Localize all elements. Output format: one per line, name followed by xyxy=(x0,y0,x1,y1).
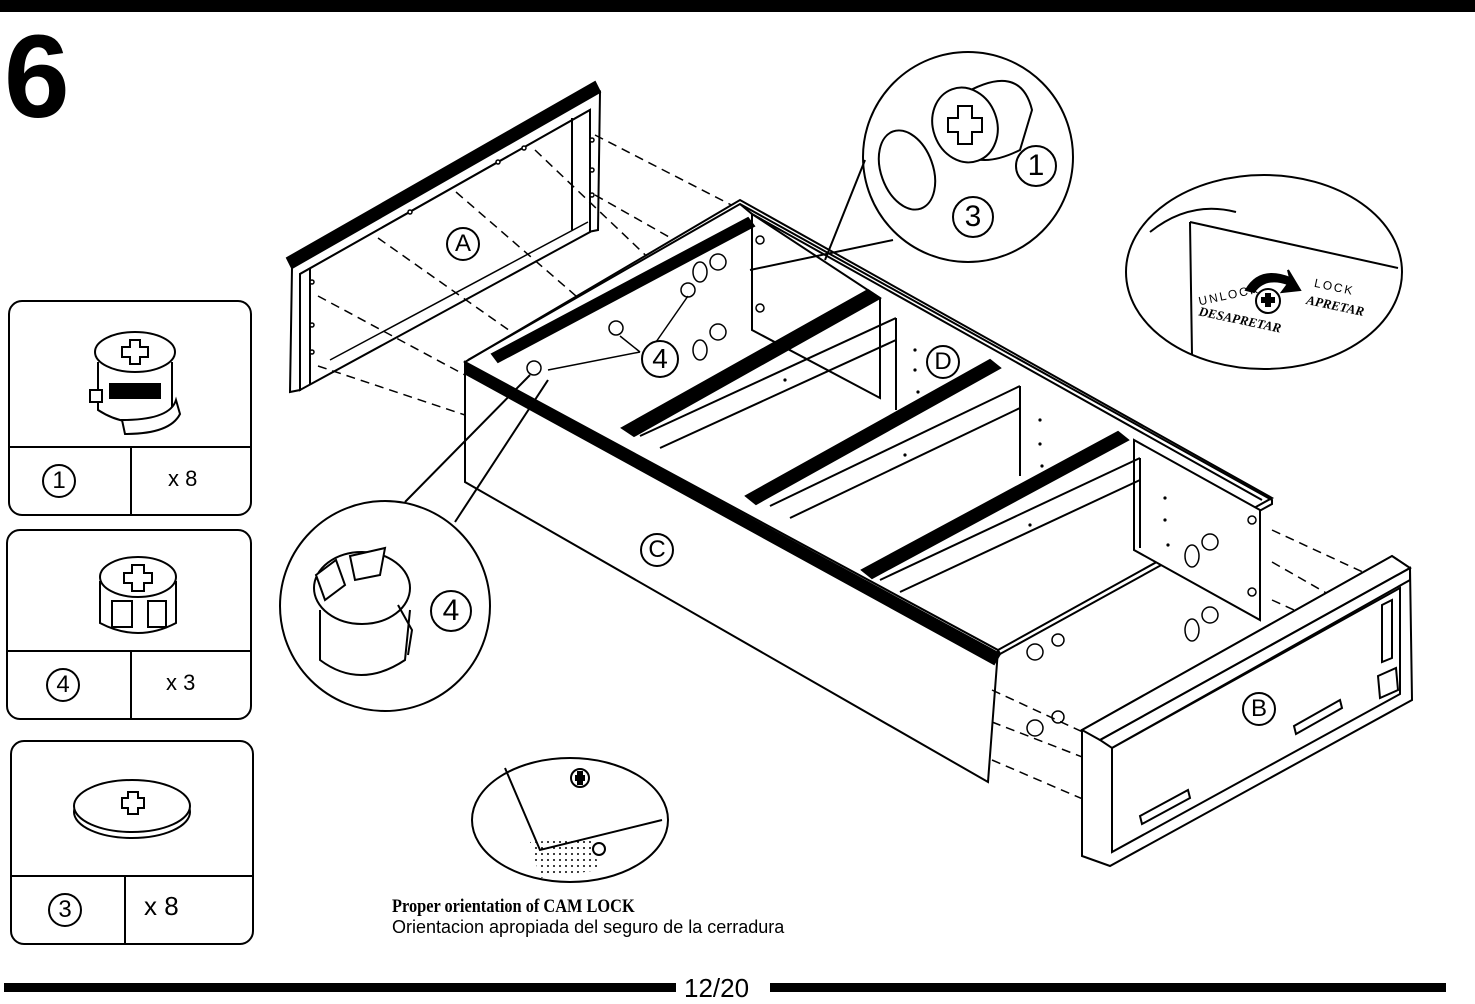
panel-label-d: D xyxy=(926,345,960,379)
part-number-badge: 3 xyxy=(48,893,82,927)
callout-4-zoom: 4 xyxy=(430,590,472,632)
zoom-cam-4 xyxy=(279,374,549,712)
step-number: 6 xyxy=(4,11,70,143)
part-number-badge: 1 xyxy=(42,464,76,498)
cam-lock-body-icon xyxy=(89,331,182,436)
part-card-cap-cover: 3 x 8 xyxy=(10,740,254,945)
zoom-lock-direction xyxy=(1125,174,1403,370)
caption-spanish: Orientacion apropiada del seguro de la c… xyxy=(392,917,785,937)
drawer-box xyxy=(462,198,1275,784)
part-number-badge: 4 xyxy=(46,668,80,702)
page-number: 12/20 xyxy=(684,973,750,1003)
panel-label-a: A xyxy=(446,227,480,261)
part-quantity: x 8 xyxy=(144,891,179,921)
part-quantity: x 3 xyxy=(166,670,196,695)
part-quantity: x 8 xyxy=(168,466,198,491)
top-border-bar xyxy=(0,0,1475,12)
callout-1: 1 xyxy=(1015,145,1057,187)
panel-a xyxy=(285,80,602,394)
footer-line-right xyxy=(770,983,1446,992)
zoom-cam-orientation xyxy=(471,757,669,883)
zoom-cam-parts xyxy=(749,51,1074,271)
cap-cover-icon xyxy=(73,779,191,839)
panel-label-c: C xyxy=(640,533,674,567)
callout-3: 3 xyxy=(952,196,994,238)
panel-label-b: B xyxy=(1242,692,1276,726)
cam-lock-short-icon xyxy=(99,556,177,634)
part-card-cam-lock-short: 4 x 3 xyxy=(6,529,252,720)
caption-english: Proper orientation of CAM LOCK xyxy=(392,896,635,917)
callout-4-main: 4 xyxy=(641,340,679,378)
part-card-cam-lock: 1 x 8 xyxy=(8,300,252,516)
footer-line-left xyxy=(4,983,676,992)
